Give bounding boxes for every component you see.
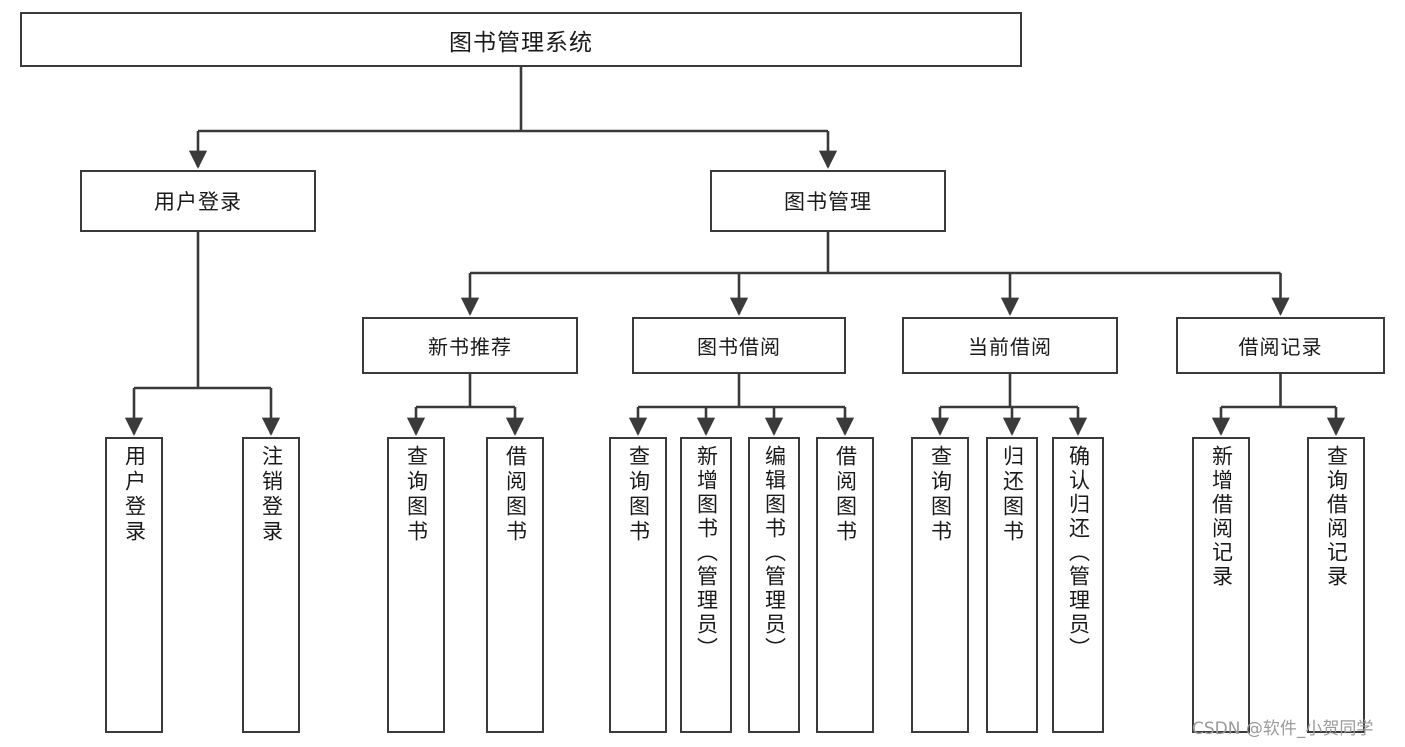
node-book-borrow[interactable]: 图书借阅 bbox=[632, 317, 846, 374]
node-leaf-add-record[interactable]: 新增借阅记录 bbox=[1192, 437, 1250, 733]
node-book-manage-label: 图书管理 bbox=[784, 190, 872, 214]
node-leaf-return-book-label: 归还图书 bbox=[1000, 445, 1025, 545]
node-leaf-query-book-3[interactable]: 查询图书 bbox=[911, 437, 969, 733]
node-current-borrow[interactable]: 当前借阅 bbox=[902, 317, 1118, 374]
node-user-login[interactable]: 用户登录 bbox=[80, 170, 316, 232]
node-user-login-label: 用户登录 bbox=[154, 190, 242, 214]
node-leaf-confirm-return[interactable]: 确认归还（管理员） bbox=[1052, 437, 1104, 733]
node-leaf-query-record-label: 查询借阅记录 bbox=[1324, 445, 1349, 589]
node-leaf-borrow-book-2[interactable]: 借阅图书 bbox=[816, 437, 874, 733]
node-leaf-logout-label: 注销登录 bbox=[259, 445, 284, 545]
node-leaf-query-book-1-label: 查询图书 bbox=[404, 445, 429, 545]
node-leaf-add-book[interactable]: 新增图书（管理员） bbox=[680, 437, 732, 733]
node-book-borrow-label: 图书借阅 bbox=[697, 335, 781, 359]
node-leaf-user-login[interactable]: 用户登录 bbox=[105, 437, 163, 733]
node-borrow-record-label: 借阅记录 bbox=[1238, 335, 1323, 359]
node-leaf-query-book-1[interactable]: 查询图书 bbox=[387, 437, 445, 733]
node-leaf-return-book[interactable]: 归还图书 bbox=[986, 437, 1038, 733]
node-leaf-user-login-label: 用户登录 bbox=[122, 445, 147, 545]
node-leaf-borrow-book-2-label: 借阅图书 bbox=[833, 445, 858, 545]
node-leaf-query-record[interactable]: 查询借阅记录 bbox=[1307, 437, 1365, 733]
csdn-watermark: CSDN @软件_小贺同学 bbox=[1192, 719, 1374, 739]
node-new-book-rec-label: 新书推荐 bbox=[428, 335, 512, 359]
node-leaf-query-book-2-label: 查询图书 bbox=[626, 445, 651, 545]
node-leaf-add-record-label: 新增借阅记录 bbox=[1209, 445, 1234, 589]
node-new-book-rec[interactable]: 新书推荐 bbox=[362, 317, 578, 374]
node-borrow-record[interactable]: 借阅记录 bbox=[1176, 317, 1385, 374]
node-leaf-borrow-book-1[interactable]: 借阅图书 bbox=[486, 437, 544, 733]
node-current-borrow-label: 当前借阅 bbox=[968, 335, 1052, 359]
node-book-manage[interactable]: 图书管理 bbox=[710, 170, 946, 232]
node-leaf-query-book-3-label: 查询图书 bbox=[928, 445, 953, 545]
node-leaf-confirm-return-label: 确认归还（管理员） bbox=[1066, 445, 1091, 661]
node-root-label: 图书管理系统 bbox=[449, 29, 593, 56]
node-leaf-borrow-book-1-label: 借阅图书 bbox=[503, 445, 528, 545]
node-root[interactable]: 图书管理系统 bbox=[20, 12, 1022, 67]
node-leaf-add-book-label: 新增图书（管理员） bbox=[694, 445, 719, 661]
node-leaf-query-book-2[interactable]: 查询图书 bbox=[609, 437, 667, 733]
node-leaf-edit-book-label: 编辑图书（管理员） bbox=[762, 445, 787, 661]
node-leaf-edit-book[interactable]: 编辑图书（管理员） bbox=[748, 437, 800, 733]
node-leaf-logout[interactable]: 注销登录 bbox=[242, 437, 300, 733]
